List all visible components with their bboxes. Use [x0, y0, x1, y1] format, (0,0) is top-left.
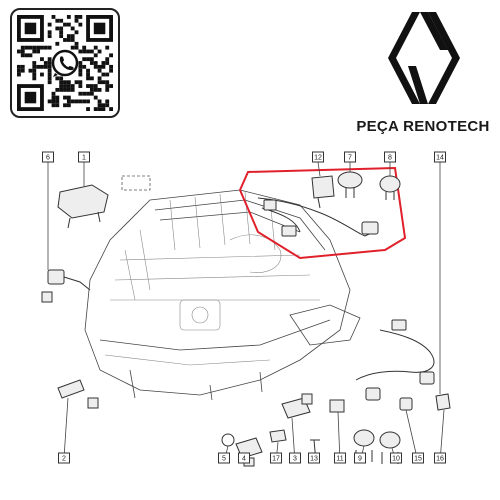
- part-17-clip: [269, 429, 287, 443]
- brand-name: PEÇA RENOTECH: [356, 118, 490, 135]
- callout-9: 9: [354, 452, 366, 464]
- harness-upper: [257, 197, 379, 237]
- qr-code-icon: [17, 15, 113, 111]
- callout-12: 12: [312, 151, 324, 163]
- callout-6: 6: [42, 151, 54, 163]
- callout-17: 17: [270, 452, 282, 464]
- callout-label: 9: [358, 456, 362, 463]
- callout-label: 12: [314, 155, 322, 162]
- part-5-oring: [221, 433, 235, 447]
- callout-label: 5: [222, 456, 226, 463]
- highlight-region: [238, 166, 407, 260]
- callout-11: 11: [334, 452, 346, 464]
- callout-label: 13: [310, 456, 318, 463]
- callout-label: 16: [436, 456, 444, 463]
- leader-lines: [47, 161, 445, 463]
- callout-13: 13: [308, 452, 320, 464]
- callout-1: 1: [78, 151, 90, 163]
- part-12-clip: [311, 175, 335, 209]
- part-1-sensor: [57, 175, 151, 229]
- callout-label: 7: [348, 155, 352, 162]
- callout-label: 17: [272, 456, 280, 463]
- part-7-sensor: [337, 171, 363, 198]
- callout-label: 6: [46, 155, 50, 162]
- callout-10: 10: [390, 452, 402, 464]
- callout-4: 4: [238, 452, 250, 464]
- harness-right: [355, 329, 435, 381]
- callout-label: 15: [414, 456, 422, 463]
- callout-8: 8: [384, 151, 396, 163]
- callout-label: 8: [388, 155, 392, 162]
- callout-5: 5: [218, 452, 230, 464]
- callout-7: 7: [344, 151, 356, 163]
- callout-3: 3: [289, 452, 301, 464]
- renault-logo-icon: [388, 12, 460, 104]
- callout-15: 15: [412, 452, 424, 464]
- callout-2: 2: [58, 452, 70, 464]
- harness-connector: [361, 221, 379, 235]
- callout-label: 3: [293, 456, 297, 463]
- callout-label: 11: [336, 456, 343, 463]
- whatsapp-icon: [51, 49, 79, 77]
- callout-label: 4: [242, 456, 246, 463]
- part-6-connector: [41, 269, 91, 303]
- callout-14: 14: [434, 151, 446, 163]
- callout-label: 10: [392, 456, 400, 463]
- callout-label: 2: [62, 456, 66, 463]
- qr-code-card[interactable]: [10, 8, 120, 118]
- callout-label: 14: [436, 155, 444, 162]
- part-8-sensor: [379, 175, 401, 200]
- callout-label: 1: [82, 155, 86, 162]
- callout-16: 16: [434, 452, 446, 464]
- part-2-sensor: [57, 379, 99, 409]
- engine-block: [84, 189, 361, 401]
